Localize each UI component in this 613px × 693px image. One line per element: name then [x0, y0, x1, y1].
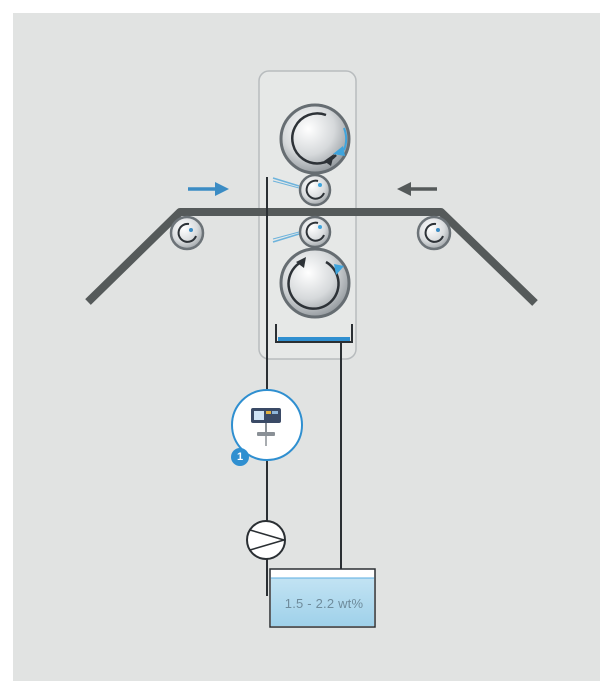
tank-concentration-label: 1.5 - 2.2 wt%	[284, 596, 364, 611]
guide-roller-left	[169, 215, 205, 251]
sensor-badge-number: 1	[236, 451, 244, 463]
web-substrate	[85, 208, 538, 306]
top-metering-roll	[298, 173, 332, 207]
coating-spray-bottom	[272, 231, 300, 243]
bottom-applicator-roll	[279, 247, 351, 319]
pump-icon	[246, 520, 286, 560]
guide-roller-right	[416, 215, 452, 251]
coating-tank	[269, 568, 376, 628]
coating-spray-top	[272, 177, 300, 189]
collection-tray	[275, 324, 353, 343]
bottom-metering-roll	[298, 215, 332, 249]
arrow-right-icon	[188, 182, 229, 196]
arrow-left-icon	[397, 182, 437, 196]
sensor-device-icon	[231, 389, 303, 461]
sensor-badge	[231, 448, 249, 466]
top-applicator-roll	[279, 103, 351, 175]
